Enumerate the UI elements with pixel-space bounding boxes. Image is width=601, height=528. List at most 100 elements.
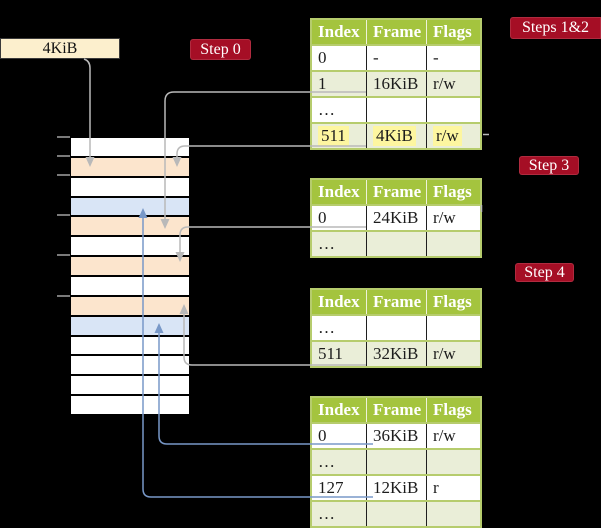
cell-flags xyxy=(427,98,480,122)
cell-frame xyxy=(367,450,426,474)
cell-flags: r/w xyxy=(427,424,480,448)
memory-row-8 xyxy=(71,277,189,297)
cell-flags xyxy=(427,450,480,474)
page-table-step-4: Index Frame Flags … 511 32KiB r/w xyxy=(310,288,482,368)
header-index: Index xyxy=(312,398,366,422)
table-row: … xyxy=(312,450,480,474)
header-frame: Frame xyxy=(367,290,426,314)
table-header-row: Index Frame Flags xyxy=(312,398,480,422)
cell-index: 0 xyxy=(312,424,366,448)
page-table-final: Index Frame Flags 0 36KiB r/w … 127 12Ki… xyxy=(310,396,482,528)
table-row: … xyxy=(312,502,480,526)
badge-step-4-label: Step 4 xyxy=(524,263,565,281)
memory-row-14 xyxy=(71,396,189,415)
cell-frame: - xyxy=(367,46,426,70)
memory-row-4 xyxy=(71,197,189,218)
header-flags: Flags xyxy=(427,398,480,422)
badge-steps-1-2: Steps 1&2 xyxy=(510,17,601,39)
frame-size-label: 4KiB xyxy=(42,39,78,57)
cell-frame: 36KiB xyxy=(367,424,426,448)
header-flags: Flags xyxy=(427,20,480,44)
header-frame: Frame xyxy=(367,20,426,44)
cell-index: … xyxy=(312,450,366,474)
cell-flags: - xyxy=(427,46,480,70)
table-row: … xyxy=(312,232,480,256)
badge-step-0: Step 0 xyxy=(190,39,251,60)
cell-index: 0 xyxy=(312,46,366,70)
cell-flags xyxy=(427,232,480,256)
cell-index: … xyxy=(312,98,366,122)
table-header-row: Index Frame Flags xyxy=(312,290,480,314)
table-row: 0 - - xyxy=(312,46,480,70)
memory-row-1 xyxy=(71,138,189,158)
cell-frame: 32KiB xyxy=(367,342,426,366)
cell-frame: 16KiB xyxy=(367,72,426,96)
header-index: Index xyxy=(312,20,366,44)
header-index: Index xyxy=(312,290,366,314)
cell-index: … xyxy=(312,232,366,256)
cell-flags: r/w xyxy=(427,206,480,230)
cell-frame: 12KiB xyxy=(367,476,426,500)
header-frame: Frame xyxy=(367,180,426,204)
table-row: … xyxy=(312,98,480,122)
cell-index: 511 xyxy=(312,124,366,148)
highlighted-value: 4KiB xyxy=(373,126,416,146)
highlighted-value: 511 xyxy=(318,126,349,146)
memory-tick-5 xyxy=(57,254,70,256)
memory-row-13 xyxy=(71,376,189,397)
cell-frame xyxy=(367,316,426,340)
memory-row-9 xyxy=(71,296,189,317)
table-row: … xyxy=(312,316,480,340)
badge-step-0-label: Step 0 xyxy=(200,40,241,58)
cell-index: 511 xyxy=(312,342,366,366)
cell-frame xyxy=(367,98,426,122)
memory-row-3 xyxy=(71,177,189,198)
table-header-row: Index Frame Flags xyxy=(312,180,480,204)
table-header-row: Index Frame Flags xyxy=(312,20,480,44)
memory-row-5 xyxy=(71,217,189,238)
cell-index: … xyxy=(312,316,366,340)
cell-index: 1 xyxy=(312,72,366,96)
page-table-steps-1-2: Index Frame Flags 0 - - 1 16KiB r/w … 51… xyxy=(310,18,482,150)
badge-steps-1-2-label: Steps 1&2 xyxy=(521,19,590,36)
memory-tick-1 xyxy=(57,136,70,138)
table-row: 127 12KiB r xyxy=(312,476,480,500)
cell-flags: r xyxy=(427,476,480,500)
cell-frame xyxy=(367,232,426,256)
table-row: 0 24KiB r/w xyxy=(312,206,480,230)
cell-flags xyxy=(427,316,480,340)
cell-flags xyxy=(427,502,480,526)
memory-tick-3 xyxy=(57,174,70,176)
table-row-highlighted: 511 4KiB r/w xyxy=(312,124,480,148)
table-row: 1 16KiB r/w xyxy=(312,72,480,96)
cell-frame: 4KiB xyxy=(367,124,426,148)
memory-tick-6 xyxy=(57,295,70,297)
memory-tick-2 xyxy=(57,155,70,157)
memory-row-10 xyxy=(71,316,189,337)
cell-flags: r/w xyxy=(427,124,480,148)
highlighted-value: r/w xyxy=(433,126,462,146)
badge-step-3: Step 3 xyxy=(519,156,579,175)
badge-step-3-label: Step 3 xyxy=(528,156,570,174)
table-row: 511 32KiB r/w xyxy=(312,342,480,366)
memory-row-6 xyxy=(71,237,189,258)
memory-row-11 xyxy=(71,336,189,357)
memory-row-12 xyxy=(71,356,189,377)
header-flags: Flags xyxy=(427,180,480,204)
cell-flags: r/w xyxy=(427,72,480,96)
header-flags: Flags xyxy=(427,290,480,314)
memory-row-2 xyxy=(71,157,189,178)
cell-flags: r/w xyxy=(427,342,480,366)
cell-frame xyxy=(367,502,426,526)
header-frame: Frame xyxy=(367,398,426,422)
table-row: 0 36KiB r/w xyxy=(312,424,480,448)
badge-step-4: Step 4 xyxy=(515,263,574,282)
cell-index: … xyxy=(312,502,366,526)
physical-memory-column xyxy=(70,137,190,415)
memory-tick-4 xyxy=(57,214,70,216)
memory-row-7 xyxy=(71,257,189,278)
frame-size-box: 4KiB xyxy=(0,38,120,59)
cell-index: 0 xyxy=(312,206,366,230)
cell-index: 127 xyxy=(312,476,366,500)
